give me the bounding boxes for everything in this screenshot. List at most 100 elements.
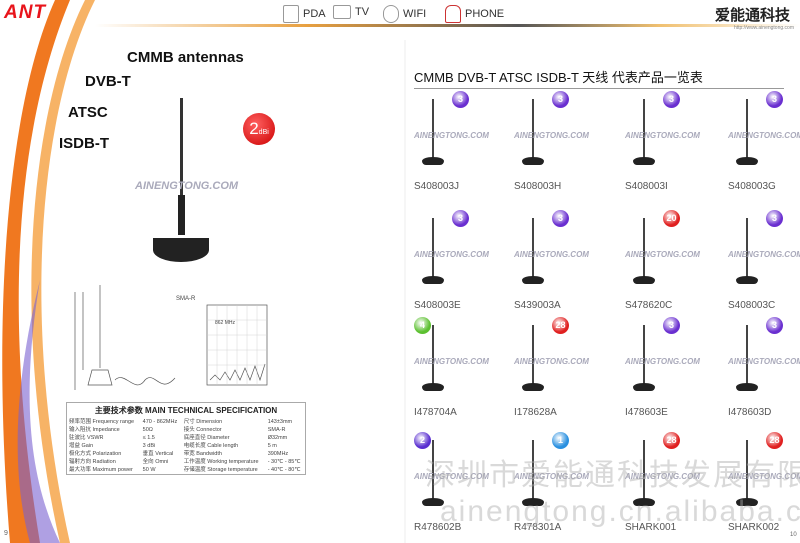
badge: 28 (663, 432, 680, 449)
company-watermark: 深圳市爱能通科技发展有限公司 (425, 459, 800, 492)
badge: 28 (766, 432, 783, 449)
badge: 3 (552, 91, 569, 108)
watermark: AINENGTONG.COM (728, 250, 800, 259)
watermark: AINENGTONG.COM (135, 180, 239, 192)
chart-label: 862 MHz (215, 320, 236, 326)
gain-value: 2 (249, 119, 259, 138)
spec-cell: 极化方式 Polarization (69, 451, 122, 457)
watermark: AINENGTONG.COM (414, 131, 489, 140)
antenna-base (736, 383, 758, 391)
site-watermark: ainengtong.cn.alibaba.com (440, 495, 800, 528)
watermark: AINENGTONG.COM (514, 131, 589, 140)
gain-unit: dBi (258, 129, 269, 136)
header-divider (95, 24, 800, 27)
keyword-dvbt: DVB-T (85, 73, 131, 90)
spec-cell: 全向 Omni (142, 459, 169, 465)
watermark: AINENGTONG.COM (414, 472, 489, 481)
section-title: CMMB DVB-T ATSC ISDB-T 天线 代表产品一览表 (414, 67, 784, 89)
spec-cell: 5 m (267, 443, 277, 449)
spec-cell: 50Ω (142, 427, 153, 433)
badge: 1 (552, 432, 569, 449)
spec-cell: 工作温度 Working temperature (183, 459, 259, 465)
spec-cell: - 40℃ - 80℃ (267, 467, 301, 473)
antenna-base (633, 383, 655, 391)
badge: 2 (414, 432, 431, 449)
product-model: SHARK002 (728, 522, 780, 533)
product-model: I178628A (514, 407, 557, 418)
badge: 3 (452, 210, 469, 227)
spec-cell: 驻波比 VSWR (69, 435, 104, 441)
nav-label: TV (355, 6, 370, 18)
antenna-base (422, 498, 444, 506)
antenna-image (432, 99, 434, 159)
tv-icon (333, 5, 351, 19)
nav-pda[interactable]: PDA (283, 5, 326, 23)
spec-cell: 底座直径 Diameter (183, 435, 230, 441)
watermark: AINENGTONG.COM (625, 250, 700, 259)
badge: 3 (766, 210, 783, 227)
spec-cell: 接头 Connector (183, 427, 222, 433)
watermark: AINENGTONG.COM (625, 472, 700, 481)
spec-cell: Ø32mm (267, 435, 288, 441)
badge: 3 (452, 91, 469, 108)
watermark: AINENGTONG.COM (728, 357, 800, 366)
watermark: AINENGTONG.COM (625, 357, 700, 366)
antenna-base (633, 498, 655, 506)
antenna-base (522, 383, 544, 391)
spec-cell: 辐射方向 Radiation (69, 459, 116, 465)
badge: 3 (663, 91, 680, 108)
watermark: AINENGTONG.COM (728, 131, 800, 140)
antenna-base (522, 276, 544, 284)
product-model: S439003A (514, 300, 561, 311)
antenna-base (522, 157, 544, 165)
product-model: S408003I (625, 181, 668, 192)
product-model: R478602B (414, 522, 462, 533)
badge: 3 (552, 210, 569, 227)
badge: 20 (663, 210, 680, 227)
nav-wifi[interactable]: WIFI (383, 5, 426, 23)
watermark: AINENGTONG.COM (514, 357, 589, 366)
spec-cell: SMA-R (267, 427, 286, 433)
nav-tv[interactable]: TV (333, 5, 369, 19)
antenna-image (432, 325, 434, 385)
spec-cell: 带宽 Bandwidth (183, 451, 222, 457)
product-model: S408003G (728, 181, 776, 192)
spec-cell: 存储温度 Storage temperature (183, 467, 258, 473)
watermark: AINENGTONG.COM (414, 250, 489, 259)
product-model: I478603E (625, 407, 668, 418)
nav-phone[interactable]: PHONE (445, 5, 504, 23)
product-model: I478603D (728, 407, 772, 418)
pda-icon (283, 5, 299, 23)
antenna-base (422, 276, 444, 284)
antenna-image (643, 325, 645, 385)
antenna-image (532, 325, 534, 385)
product-model: S408003C (728, 300, 776, 311)
spec-cell: 470 - 862MHz (142, 419, 178, 425)
badge: 3 (766, 91, 783, 108)
phone-icon (445, 5, 461, 23)
antenna-base (736, 276, 758, 284)
spec-row: 辐射方向 Radiation 全向 Omni 工作温度 Working temper… (67, 458, 306, 466)
keyword-atsc: ATSC (68, 104, 108, 121)
keyword-text: CMMB antennas (127, 49, 244, 66)
nav-label: WIFI (403, 8, 427, 20)
